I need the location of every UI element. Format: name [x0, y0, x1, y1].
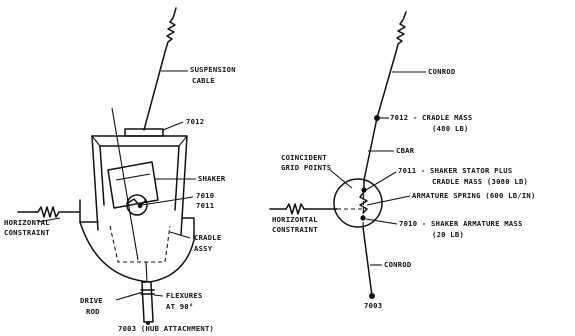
drive-rod-label-line2: ROD: [86, 307, 100, 316]
top-conrod-label: CONROD: [428, 67, 455, 76]
coincident-label-line2: GRID POINTS: [281, 163, 331, 172]
armature-mass-label-line2: (20 LB): [432, 230, 464, 239]
right-horizontal-constraint: [269, 203, 362, 215]
stator-label-line1: 7011 - SHAKER STATOR PLUS: [398, 166, 512, 175]
node-7012-label: 7012: [186, 117, 204, 126]
dashed-guide: [109, 225, 171, 263]
bottom-conrod: [362, 226, 373, 297]
drive-rod: [140, 261, 155, 325]
horizontal-constraint-label-line1: HORIZONTAL: [4, 218, 50, 227]
suspension-cable: [143, 7, 177, 131]
armature-spring: [359, 191, 368, 214]
cradle-frame: [91, 135, 188, 236]
flexures-label-line2: AT 90°: [166, 302, 193, 311]
node-7010-dot: [360, 215, 366, 221]
hub-attachment-label: 7003 (HUB ATTACHMENT): [118, 324, 214, 333]
cradle-mass-label-line2: (480 LB): [432, 124, 469, 133]
suspension-cable-label-line1: SUSPENSION: [190, 65, 236, 74]
node-7003-label: 7003: [364, 301, 382, 310]
assembly-axis-line: [111, 107, 139, 261]
cbar-line: [363, 117, 378, 181]
node-7011-dot: [361, 187, 367, 193]
right-model-diagram: CONROD 7012 - CRADLE MASS (480 LB) CBAR …: [269, 11, 536, 310]
cradle-mass-label-line1: 7012 - CRADLE MASS: [390, 113, 472, 122]
armature-spring-label: ARMATURE SPRING (600 LB/IN): [412, 191, 536, 200]
shaker-body: [107, 161, 159, 216]
node-7011-label: 7011: [196, 201, 214, 210]
bottom-conrod-label: CONROD: [384, 260, 411, 269]
top-conrod: [376, 11, 407, 119]
suspension-cable-label-line2: CABLE: [192, 76, 215, 85]
shaker-label: SHAKER: [198, 174, 226, 183]
coincident-grid-circle: [333, 178, 383, 228]
cradle-assy-label-line2: ASSY: [194, 244, 213, 253]
drive-rod-label-line1: DRIVE: [80, 296, 103, 305]
right-horizontal-label-line2: CONSTRAINT: [272, 225, 318, 234]
horizontal-constraint-spring: [17, 206, 81, 218]
cradle-assy-label-line1: CRADLE: [194, 233, 221, 242]
right-horizontal-label-line1: HORIZONTAL: [272, 215, 318, 224]
right-leader-lines: [329, 71, 426, 266]
horizontal-constraint-label-line2: CONSTRAINT: [4, 228, 50, 237]
node-7010-label: 7010: [196, 191, 214, 200]
left-physical-diagram: SUSPENSION CABLE 7012 SHAKER 7010 7011 H…: [4, 7, 236, 333]
flexures-label-line1: FLEXURES: [166, 291, 203, 300]
cbar-label: CBAR: [396, 146, 415, 155]
coincident-label-line1: COINCIDENT: [281, 153, 327, 162]
node-7003-dot: [369, 293, 375, 299]
left-leader-lines: [37, 70, 196, 301]
stator-label-line2: CRADLE MASS (3080 LB): [432, 177, 528, 186]
armature-mass-label-line1: 7010 - SHAKER ARMATURE MASS: [399, 219, 523, 228]
